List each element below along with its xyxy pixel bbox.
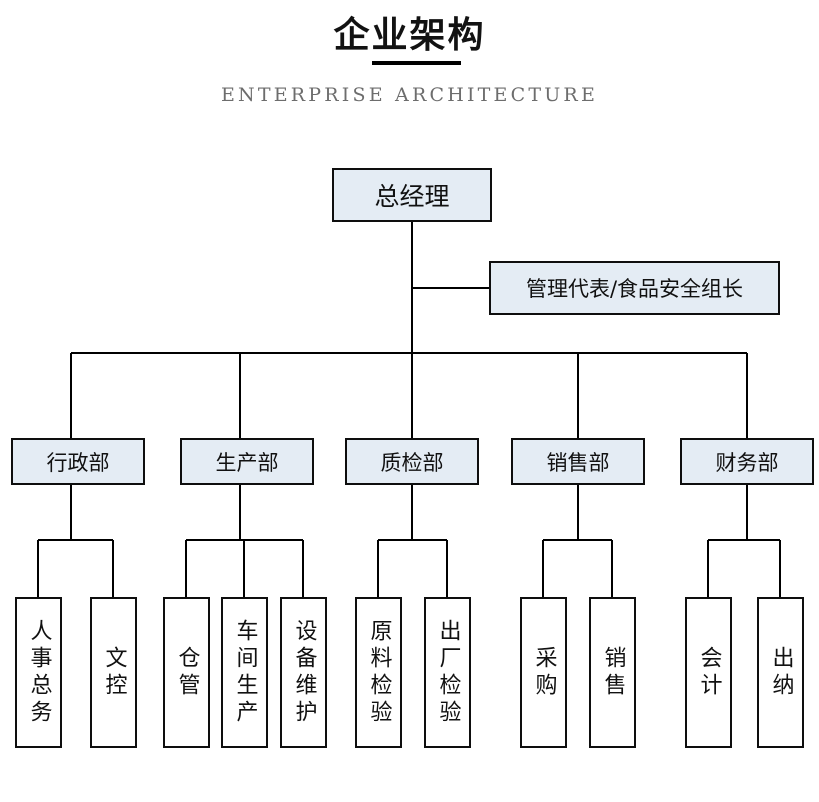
node-leaf-equipment-maintenance[interactable]: 设备维护: [280, 597, 327, 748]
node-leaf-raw-material-inspection[interactable]: 原料检验: [355, 597, 402, 748]
node-label: 文控: [101, 645, 127, 700]
node-label: 销售部: [546, 450, 610, 475]
node-leaf-accounting[interactable]: 会计: [685, 597, 732, 748]
node-label: 质检部: [380, 450, 444, 475]
node-label: 出厂检验: [435, 618, 461, 727]
node-leaf-workshop-production[interactable]: 车间生产: [221, 597, 268, 748]
node-leaf-warehouse-management[interactable]: 仓管: [163, 597, 210, 748]
node-label: 行政部: [46, 450, 110, 475]
node-label: 车间生产: [232, 618, 258, 727]
node-label: 出纳: [768, 645, 794, 700]
node-label: 仓管: [174, 645, 200, 700]
node-label: 会计: [696, 645, 722, 700]
node-leaf-cashier[interactable]: 出纳: [757, 597, 804, 748]
node-label: 设备维护: [291, 618, 317, 727]
page-title: 企业架构: [333, 15, 486, 56]
node-label: 销售: [600, 645, 626, 700]
node-leaf-procurement[interactable]: 采购: [520, 597, 567, 748]
node-leaf-factory-inspection[interactable]: 出厂检验: [424, 597, 471, 748]
node-label: 财务部: [715, 450, 779, 475]
node-leaf-sales[interactable]: 销售: [589, 597, 636, 748]
node-label: 采购: [531, 645, 557, 700]
node-label: 人事总务: [26, 618, 52, 727]
node-label: 生产部: [215, 450, 279, 475]
node-label: 管理代表/食品安全组长: [525, 277, 744, 301]
node-general-manager[interactable]: 总经理: [332, 168, 492, 222]
page-subtitle: ENTERPRISE ARCHITECTURE: [220, 84, 599, 106]
node-department-quality-inspection[interactable]: 质检部: [345, 438, 479, 485]
node-label: 总经理: [374, 182, 450, 211]
node-department-sales[interactable]: 销售部: [511, 438, 645, 485]
node-department-finance[interactable]: 财务部: [680, 438, 814, 485]
node-label: 原料检验: [366, 618, 392, 727]
node-department-administration[interactable]: 行政部: [11, 438, 145, 485]
node-leaf-document-control[interactable]: 文控: [90, 597, 137, 748]
node-leaf-hr-general-affairs[interactable]: 人事总务: [15, 597, 62, 748]
node-management-representative[interactable]: 管理代表/食品安全组长: [489, 261, 780, 315]
node-department-production[interactable]: 生产部: [180, 438, 314, 485]
chart-header: 企业架构 ENTERPRISE ARCHITECTURE: [0, 0, 819, 130]
title-divider: [372, 61, 461, 65]
